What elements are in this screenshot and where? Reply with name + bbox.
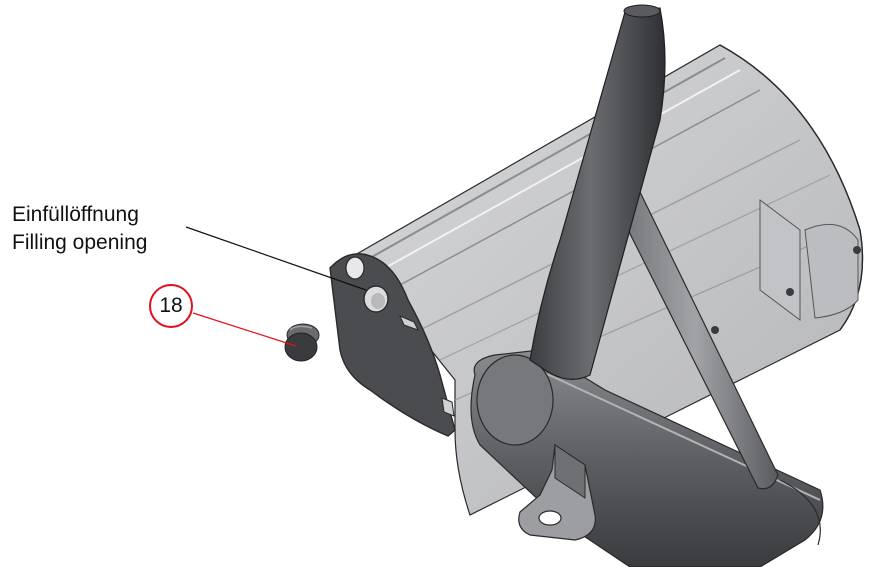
callout-leader (192, 312, 297, 347)
label-filling-opening-en: Filling opening (12, 231, 148, 254)
label-filling-opening-de: Einfüllöffnung (12, 203, 139, 226)
part-number-text: 18 (159, 294, 183, 317)
part-number-callout: 18 (149, 284, 193, 328)
plug-part (284, 323, 320, 362)
vertical-pole (529, 4, 666, 380)
leader-line (185, 226, 367, 291)
filling-opening (345, 256, 389, 313)
mounting-bracket (518, 443, 596, 541)
end-cap (329, 253, 456, 437)
